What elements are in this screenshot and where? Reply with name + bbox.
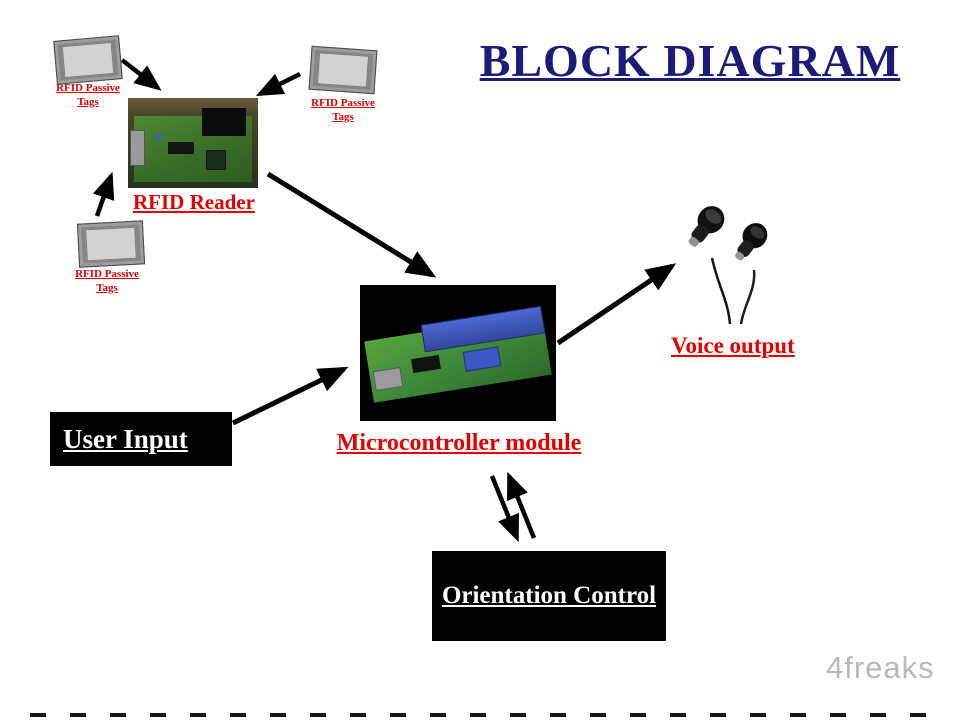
serial-connector (130, 130, 145, 166)
arrow-micro-to-orientation (489, 475, 520, 543)
earphone-cable (739, 269, 756, 325)
arrow-tag2-to-reader (255, 71, 302, 97)
earphones-image (688, 206, 768, 325)
voice-output-label: Voice output (671, 333, 795, 358)
chip-component (206, 150, 226, 170)
microcontroller-label: Microcontroller module (336, 430, 582, 456)
rfid-tag-screen (85, 226, 137, 262)
led-component (156, 134, 162, 140)
cut-off-text-dashes (30, 713, 930, 717)
rfid-reader-image (128, 98, 258, 188)
rfid-tag-3-image (76, 220, 146, 268)
page-title: BLOCK DIAGRAM (479, 35, 901, 86)
rfid-tag-screen (316, 52, 370, 88)
orientation-control-label: Orientation Control (441, 582, 657, 609)
user-input-label: User Input (63, 423, 188, 454)
user-input-box: User Input (50, 412, 232, 466)
rfid-tag-2-label: RFID Passive Tags (311, 97, 375, 123)
arrow-micro-to-voice (556, 263, 677, 346)
arrow-userinput-to-micro (231, 366, 349, 426)
arrow-tag3-to-reader (92, 171, 115, 217)
microcontroller-image (360, 285, 556, 421)
relay-component (202, 108, 246, 136)
earphone-cable (710, 257, 732, 325)
orientation-control-box: Orientation Control (432, 551, 666, 641)
rfid-tag-screen (61, 41, 115, 79)
chip-component (168, 142, 194, 154)
arrow-reader-to-micro (266, 171, 437, 278)
rfid-tag-1-image (53, 35, 123, 85)
rfid-tag-2-image (308, 45, 378, 95)
rfid-reader-label: RFID Reader (133, 190, 255, 214)
arrow-orientation-to-micro (506, 471, 537, 539)
earbud-right (735, 223, 768, 261)
rfid-tag-1-label: RFID Passive Tags (56, 82, 120, 108)
watermark: 4freaks (826, 650, 935, 685)
earbud-left (688, 206, 725, 247)
rfid-tag-3-label: RFID Passive Tags (75, 268, 139, 294)
